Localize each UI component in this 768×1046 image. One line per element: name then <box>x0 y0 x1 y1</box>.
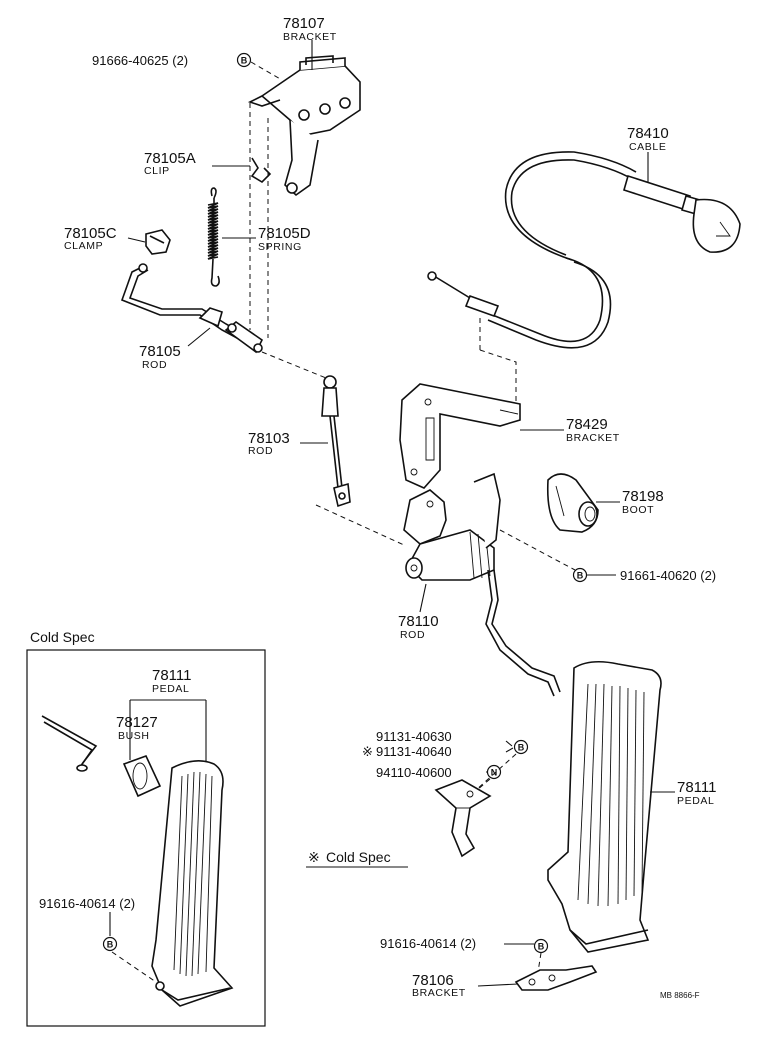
badge-n-icon: N <box>486 764 502 780</box>
part-number-78105: 78105 <box>139 343 181 360</box>
leader-78105 <box>187 327 211 347</box>
part-name-78106: BRACKET <box>412 987 466 999</box>
cold-spec-note: Cold Spec <box>326 849 391 865</box>
cable-78410-drawing <box>427 151 741 349</box>
leader-rod-78105-78103 <box>261 351 327 379</box>
fastener-91131-40630: 91131-40630 <box>376 729 452 744</box>
badge-b-icon: B <box>572 567 588 583</box>
part-number-78127: 78127 <box>116 714 158 731</box>
part-number-78111-cold: 78111 <box>152 667 192 684</box>
part-number-78198: 78198 <box>622 488 664 505</box>
part-number-78410: 78410 <box>627 125 669 142</box>
part-name-78111-cold: PEDAL <box>152 683 189 695</box>
part-number-78110: 78110 <box>398 613 439 630</box>
rod-78105-drawing <box>120 263 264 354</box>
leader-78110 <box>419 583 427 613</box>
cold-spec-note-mark: ※ <box>308 849 320 865</box>
cold-pedal-bolt <box>155 981 165 991</box>
fastener-94110-40600: 94110-40600 <box>376 765 452 780</box>
part-name-78105a: CLIP <box>144 165 170 177</box>
part-name-78410: CABLE <box>629 141 666 153</box>
fastener-91661-40620: 91661-40620 (2) <box>620 568 716 583</box>
svg-text:N: N <box>491 768 498 778</box>
part-number-78105d: 78105D <box>258 225 311 242</box>
svg-text:B: B <box>241 56 248 66</box>
part-name-78127: BUSH <box>118 730 150 742</box>
leader-fastener-4 <box>505 747 514 753</box>
fastener-91616-40614-main: 91616-40614 (2) <box>380 936 476 951</box>
part-name-78111-main: PEDAL <box>677 795 714 807</box>
leader-fastener-3 <box>505 740 513 747</box>
rod-78110-drawing <box>403 472 561 697</box>
pedal-78111-cold-drawing <box>151 760 234 1007</box>
fastener-91131-40640: 91131-40640 <box>376 744 452 759</box>
clip-78105a-drawing <box>250 157 272 184</box>
leader-78103-78110 <box>315 504 405 546</box>
leader-cable-bracket-b <box>479 349 517 410</box>
drawing-id: MB 8866-F <box>660 991 700 1000</box>
svg-text:B: B <box>577 571 584 581</box>
part-name-78105d: SPRING <box>258 241 302 253</box>
svg-text:B: B <box>538 942 545 952</box>
part-name-78105c: CLAMP <box>64 240 103 252</box>
part-number-78106: 78106 <box>412 972 454 989</box>
part-number-78105a: 78105A <box>144 150 196 167</box>
bush-78127-drawing <box>122 754 162 798</box>
part-number-78103: 78103 <box>248 430 290 447</box>
pedal-78111-drawing <box>547 660 662 953</box>
svg-text:B: B <box>518 743 525 753</box>
fastener-91616-40614-cold: 91616-40614 (2) <box>39 896 135 911</box>
part-number-78107: 78107 <box>283 15 325 32</box>
spring-78105d-drawing <box>207 187 220 287</box>
badge-b-icon: B <box>513 739 529 755</box>
bracket-78429-drawing <box>399 383 521 489</box>
part-number-78105c: 78105C <box>64 225 117 242</box>
badge-b-icon: B <box>102 936 118 952</box>
cold-spec-box-title: Cold Spec <box>30 629 95 645</box>
boot-78198-drawing <box>546 473 599 533</box>
cold-spec-box <box>26 649 266 1027</box>
svg-text:B: B <box>107 940 114 950</box>
part-name-78429: BRACKET <box>566 432 620 444</box>
rod-78103-drawing <box>321 375 351 508</box>
bracket-78106-drawing <box>514 965 598 991</box>
part-name-78198: BOOT <box>622 504 654 516</box>
leader-fastener-7-dash <box>537 952 542 973</box>
part-number-78429: 78429 <box>566 416 608 433</box>
leader-78105c <box>127 237 146 243</box>
cold-rod-drawing <box>41 715 98 772</box>
bracket-78107-drawing <box>247 55 361 197</box>
badge-b-icon: B <box>533 938 549 954</box>
leader-fastener-2-dash <box>499 529 576 571</box>
cold-spec-mark: ※ <box>362 744 373 759</box>
leader-fastener-6-dash <box>111 951 157 983</box>
badge-b-icon: B <box>236 52 252 68</box>
leader-78111-cold <box>129 699 207 766</box>
part-name-78107: BRACKET <box>283 31 337 43</box>
leader-fastener-1 <box>250 61 283 81</box>
part-name-78103: ROD <box>248 445 273 457</box>
cold-spec-bracket-drawing <box>434 779 492 858</box>
fastener-91666-40625: 91666-40625 (2) <box>92 53 188 68</box>
clamp-78105c-drawing <box>145 229 171 255</box>
part-name-78110: ROD <box>400 629 425 641</box>
part-number-78111-main: 78111 <box>677 779 717 796</box>
part-name-78105: ROD <box>142 359 167 371</box>
leader-78106 <box>477 983 519 987</box>
